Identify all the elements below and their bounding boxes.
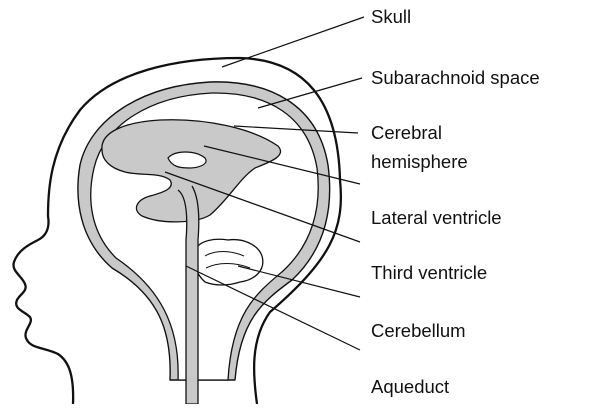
label-lateral-ventricle: Lateral ventricle xyxy=(371,209,502,228)
label-third-ventricle: Third ventricle xyxy=(371,264,487,283)
label-subarachnoid-space: Subarachnoid space xyxy=(371,69,540,88)
label-hemisphere: hemisphere xyxy=(371,153,468,172)
leader-skull xyxy=(222,17,364,67)
label-aqueduct: Aqueduct xyxy=(371,378,449,397)
cerebellum-shape xyxy=(194,239,263,285)
label-cerebral: Cerebral xyxy=(371,124,442,143)
label-skull: Skull xyxy=(371,8,411,27)
label-cerebellum: Cerebellum xyxy=(371,322,466,341)
